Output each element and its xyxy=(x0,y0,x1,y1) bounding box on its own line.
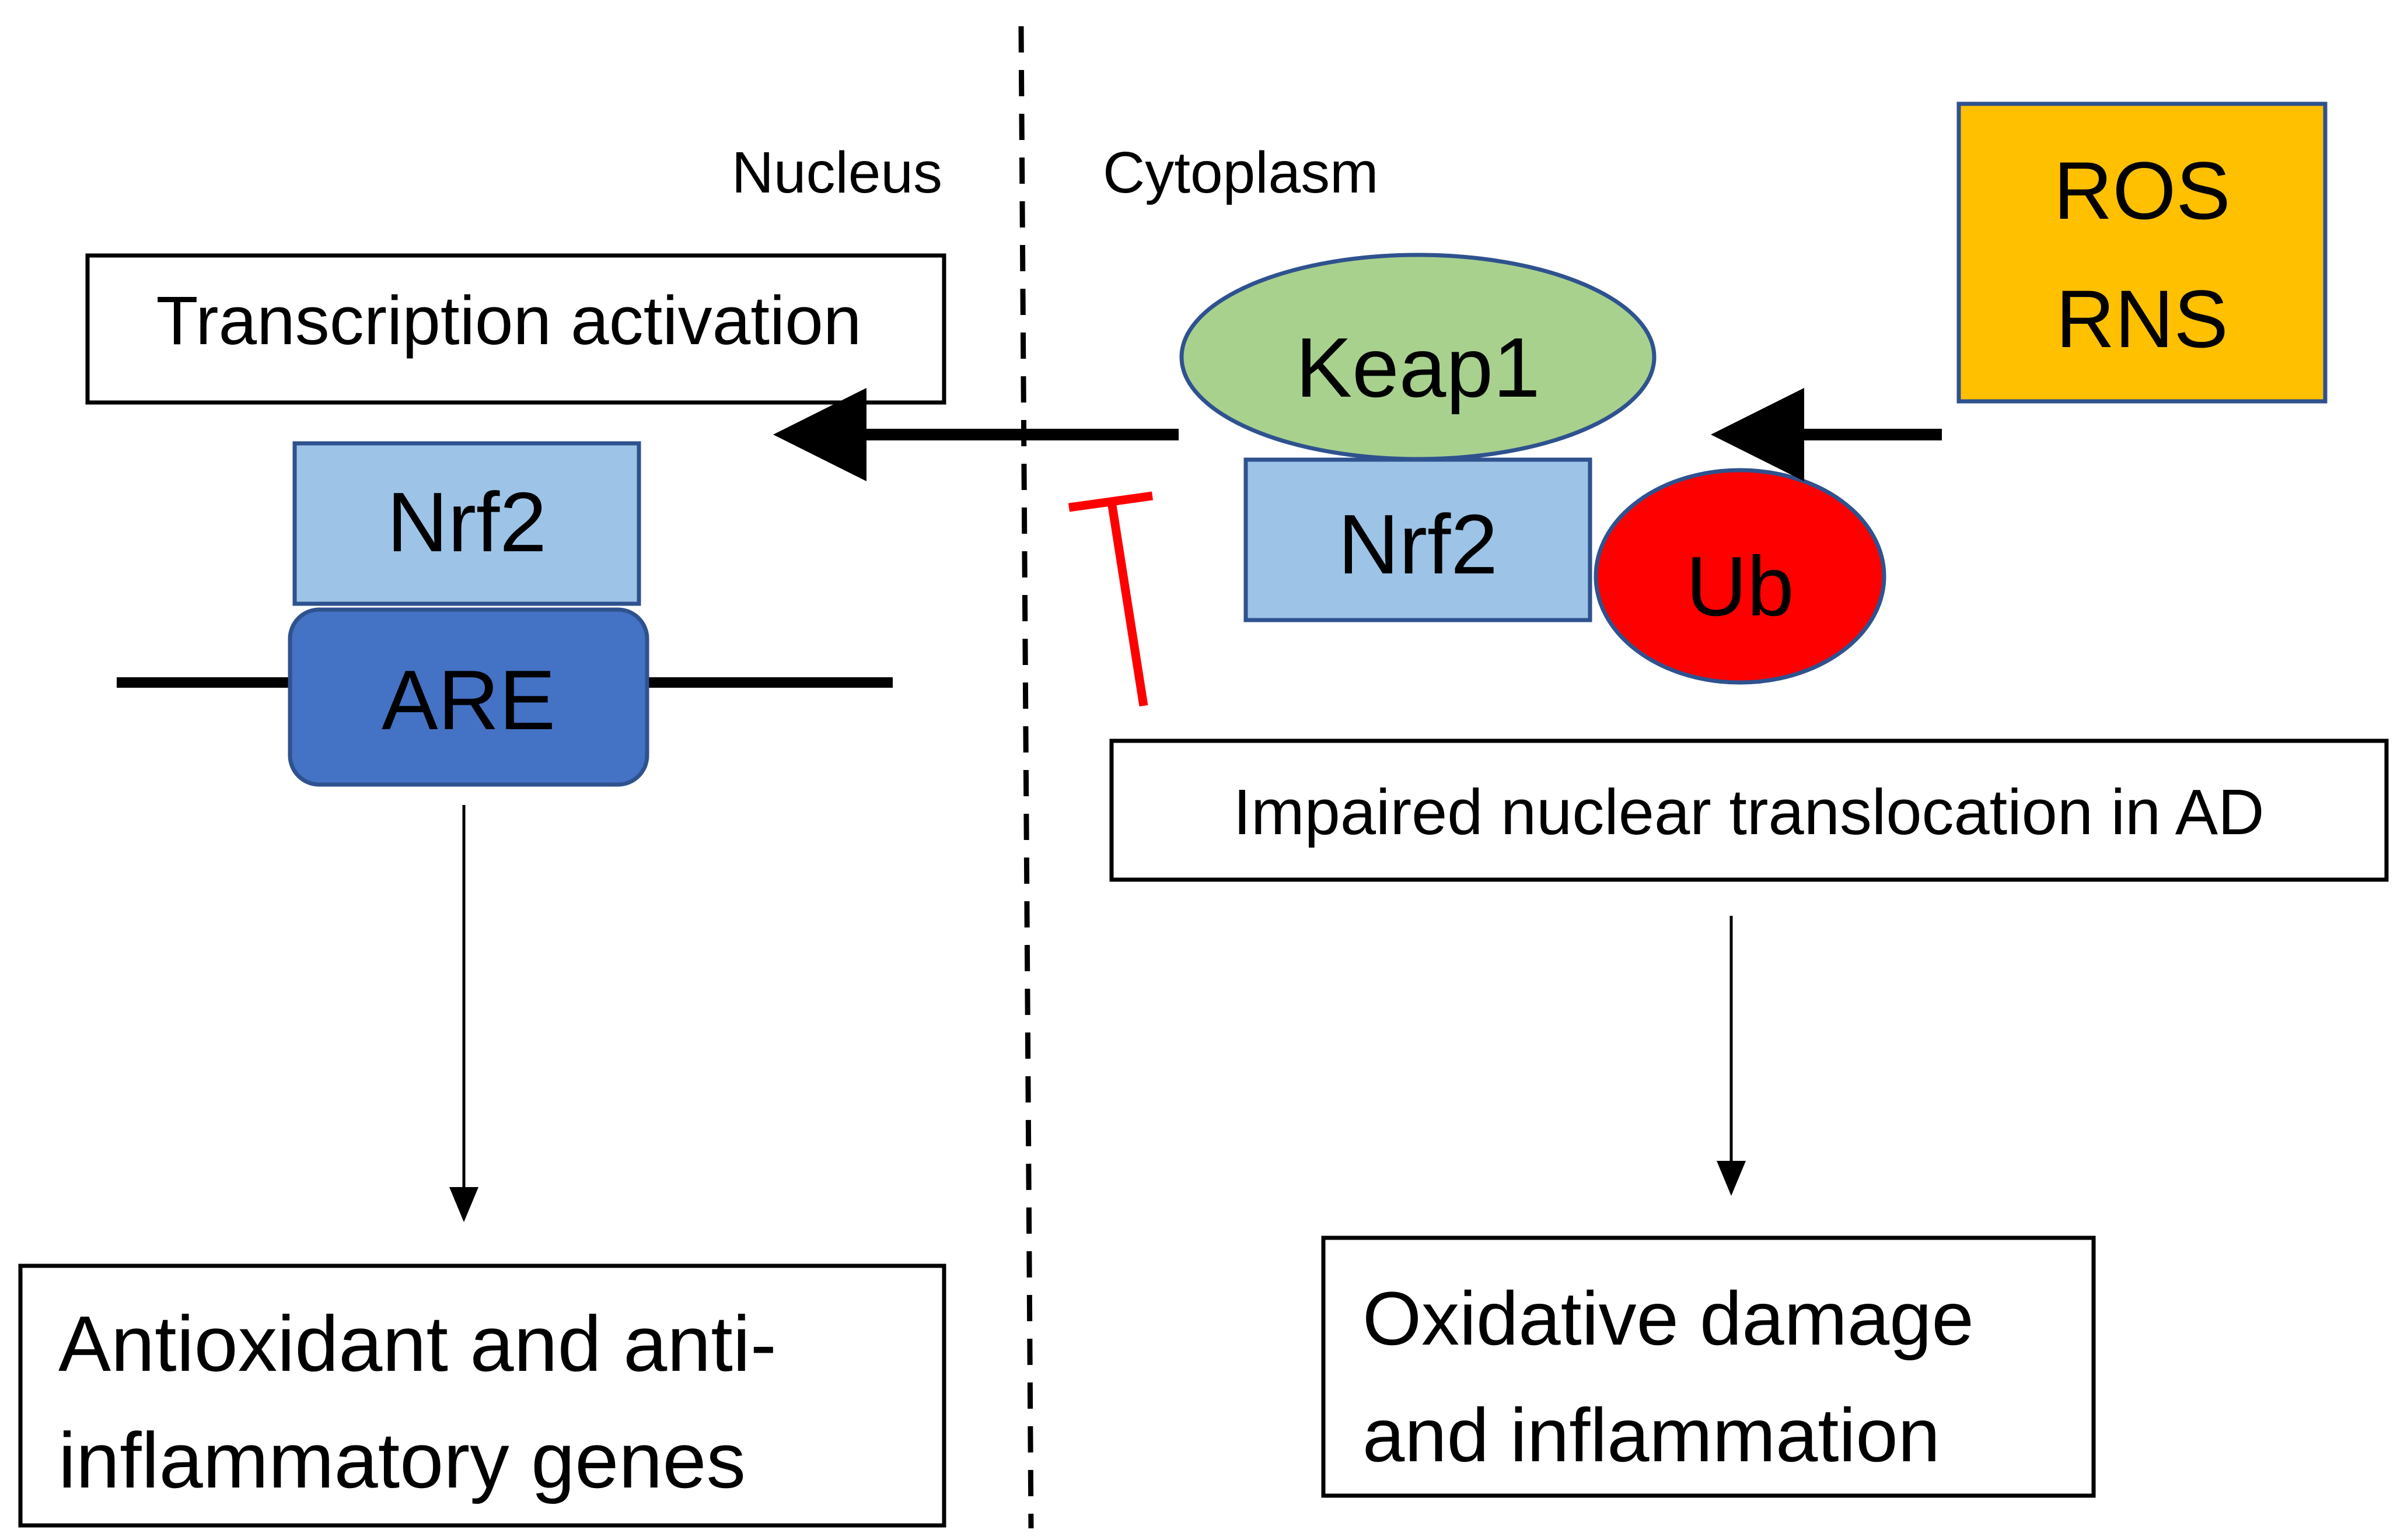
cytoplasm-nrf2-label: Nrf2 xyxy=(1338,497,1498,592)
transcription-activation-box xyxy=(85,253,946,405)
ubiquitin-label: Ub xyxy=(1686,539,1794,634)
nucleus-nrf2-box xyxy=(292,441,641,606)
cytoplasm-label: Cytoplasm xyxy=(1103,140,1378,205)
ros-label: ROS xyxy=(2053,145,2230,236)
oxidative-damage-box xyxy=(1321,1236,2096,1498)
cytoplasm-nrf2-box xyxy=(1243,457,1592,622)
antioxidant-genes-line1: Antioxidant and anti- xyxy=(58,1300,777,1388)
impaired-translocation-box xyxy=(1109,738,2389,882)
antioxidant-genes-box xyxy=(18,1264,946,1528)
nucleus-nrf2-label: Nrf2 xyxy=(387,475,547,569)
transcription-activation-label: Transcription activation xyxy=(156,282,862,359)
rns-label: RNS xyxy=(2056,273,2228,365)
are-element-label: ARE xyxy=(382,653,555,747)
nucleus-label: Nucleus xyxy=(732,140,942,205)
oxidative-damage-line1: Oxidative damage xyxy=(1362,1276,1974,1361)
are-element-box xyxy=(288,607,649,787)
impaired-translocation-label: Impaired nuclear translocation in AD xyxy=(1233,776,2264,848)
keap1-label: Keap1 xyxy=(1295,320,1540,415)
inhibition-symbol xyxy=(1068,491,1154,707)
antioxidant-genes-line2: inflammatory genes xyxy=(58,1416,746,1504)
oxidative-damage-line2: and inflammation xyxy=(1362,1392,1940,1478)
nuclear-membrane-divider xyxy=(1018,26,1034,1529)
ros-rns-box xyxy=(1956,102,2328,404)
